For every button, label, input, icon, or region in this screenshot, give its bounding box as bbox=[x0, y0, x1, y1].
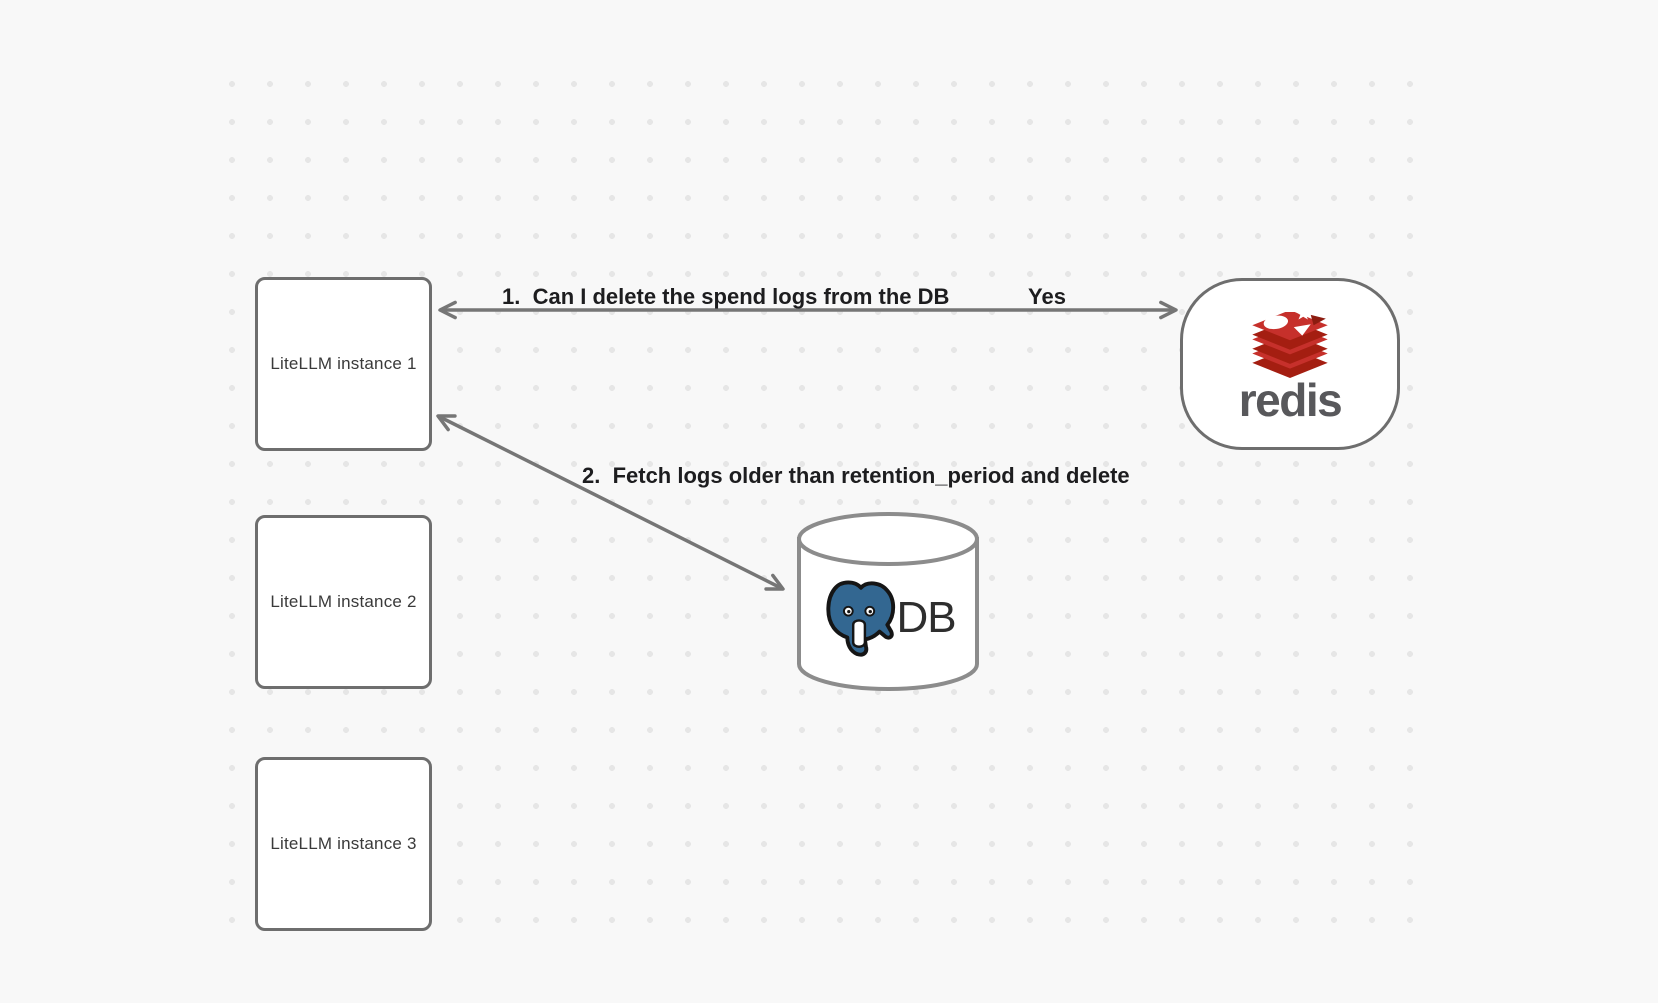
arrow-instance1-db[interactable] bbox=[436, 414, 785, 591]
db-node-content: DB bbox=[801, 576, 977, 660]
postgresql-icon bbox=[826, 580, 896, 657]
node-label: LiteLLM instance 3 bbox=[270, 834, 417, 853]
node-label: LiteLLM instance 2 bbox=[270, 592, 417, 611]
node-redis[interactable]: redis bbox=[1180, 278, 1400, 450]
edge-label-2[interactable]: 2. Fetch logs older than retention_perio… bbox=[582, 463, 1130, 488]
node-litellm-instance-2[interactable]: LiteLLM instance 2 bbox=[255, 515, 432, 689]
node-label: LiteLLM instance 1 bbox=[270, 354, 417, 373]
db-label: DB bbox=[896, 593, 956, 642]
node-litellm-instance-3[interactable]: LiteLLM instance 3 bbox=[255, 757, 432, 931]
node-litellm-instance-1[interactable]: LiteLLM instance 1 bbox=[255, 277, 432, 451]
redis-wordmark: redis bbox=[1238, 373, 1343, 426]
node-db-cylinder[interactable] bbox=[795, 510, 985, 695]
edge-label-1-reply[interactable]: Yes bbox=[1028, 284, 1066, 309]
edge-label-1[interactable]: 1. Can I delete the spend logs from the … bbox=[502, 284, 950, 309]
redis-logo-icon bbox=[1252, 311, 1328, 378]
